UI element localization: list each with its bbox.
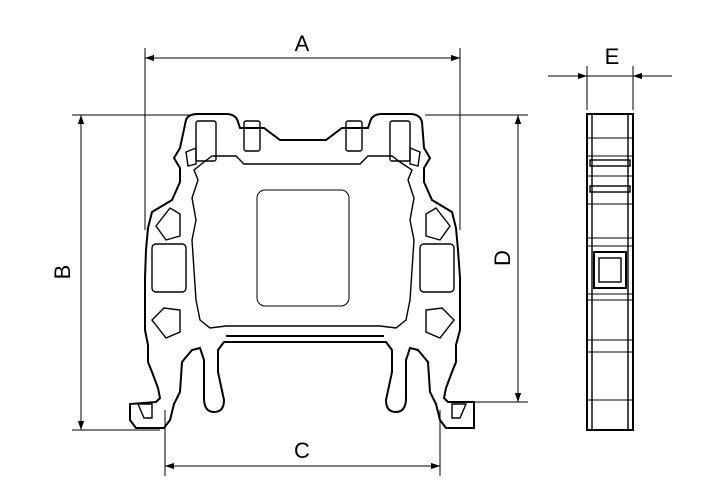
- dimension-label-d: D: [490, 250, 515, 266]
- left-clamp-window: [151, 243, 187, 293]
- right-wedge-lower: [425, 307, 455, 339]
- side-view: E: [548, 44, 672, 431]
- front-view: A B C D: [50, 31, 528, 476]
- top-slot-left-outer: [195, 120, 217, 162]
- side-screw-inner: [598, 257, 622, 283]
- top-slot-right-inner: [345, 120, 363, 152]
- left-foot-notch: [136, 403, 153, 419]
- right-foot-notch: [451, 403, 468, 419]
- right-clamp-window: [419, 243, 455, 293]
- left-wedge-lower: [151, 307, 181, 339]
- dimension-label-c: C: [294, 438, 310, 463]
- terminal-inner-outline: [191, 155, 415, 329]
- side-screw-window: [593, 251, 627, 289]
- right-wedge-upper: [425, 207, 451, 241]
- dimension-label-e: E: [605, 44, 620, 69]
- side-slot: [589, 159, 631, 167]
- side-slot: [589, 185, 631, 193]
- top-slot-right-outer: [389, 120, 411, 162]
- terminal-body-outline: [129, 113, 475, 429]
- dimension-label-a: A: [295, 31, 310, 56]
- side-body-outline: [586, 113, 634, 431]
- top-slot-left-inner: [243, 120, 261, 152]
- left-wedge-upper: [155, 207, 181, 241]
- marker-window: [256, 189, 350, 307]
- dimension-label-b: B: [50, 265, 75, 280]
- right-top-tab: [409, 146, 421, 167]
- left-top-tab: [185, 146, 197, 167]
